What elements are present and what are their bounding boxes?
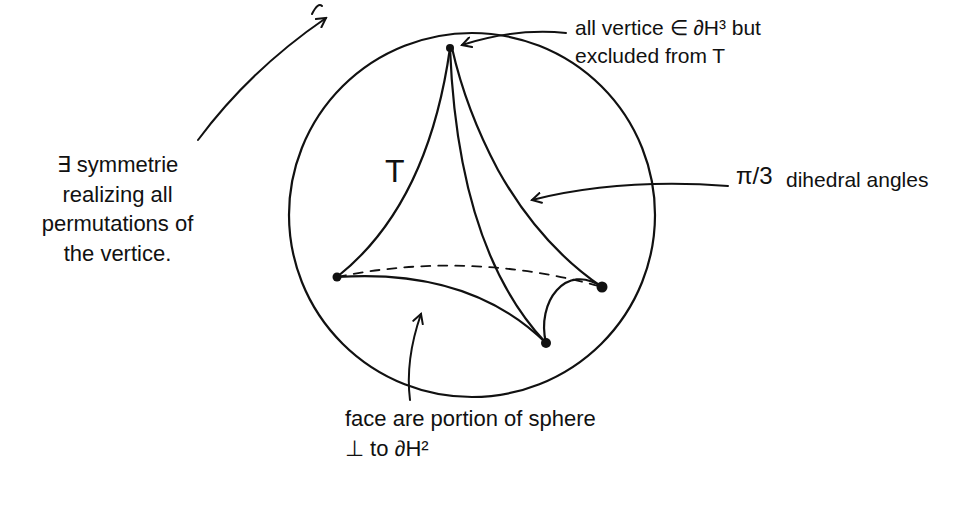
region-label: T xyxy=(385,150,425,193)
cut-off-stroke xyxy=(312,5,322,14)
ideal-vertex xyxy=(333,273,342,282)
leader-arrow xyxy=(462,32,566,45)
note-text: dihedral angles xyxy=(786,166,946,194)
leader-arrow xyxy=(198,18,326,140)
hidden-edge xyxy=(337,266,602,287)
ideal-vertex xyxy=(597,282,608,293)
angle-value: π/3 xyxy=(736,160,782,192)
note-text: face are portion of sphere ⊥ to ∂H² xyxy=(345,404,620,463)
tetra-edge xyxy=(544,279,602,343)
boundary-sphere xyxy=(289,33,655,397)
ideal-vertex xyxy=(446,44,454,52)
note-text: all vertice ∈ ∂H³ but excluded from T xyxy=(575,14,793,71)
leader-arrow xyxy=(532,184,728,200)
leader-arrow xyxy=(409,314,421,400)
tetra-edge xyxy=(452,48,602,287)
tetra-edge xyxy=(337,276,546,343)
note-text: ∃ symmetrie realizing all permutations o… xyxy=(30,150,205,269)
tetra-edge xyxy=(337,48,450,277)
ideal-vertex xyxy=(541,338,551,348)
